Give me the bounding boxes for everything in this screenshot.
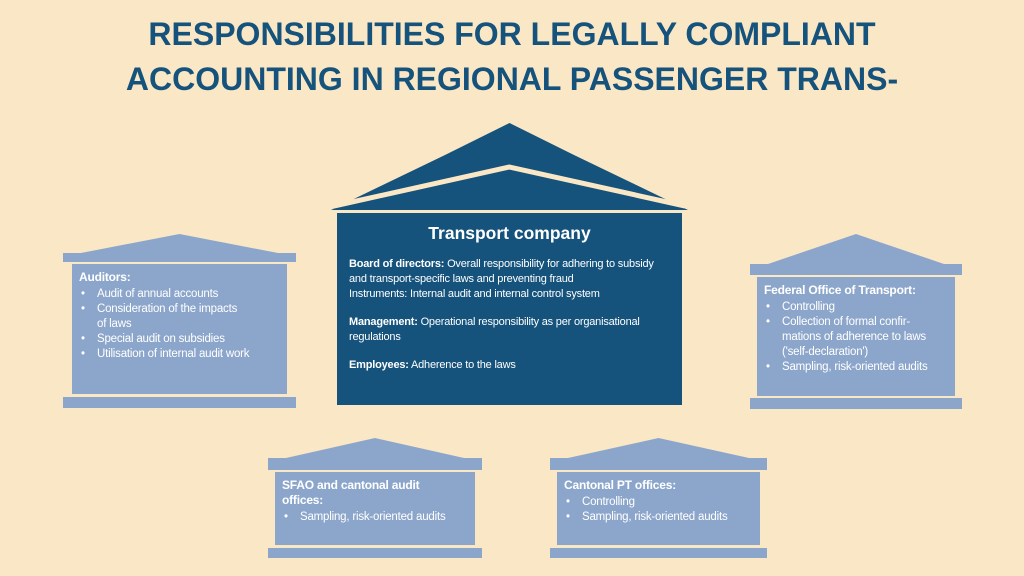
federal-office-bullet-list: •Controlling •Collection of formal confi…	[764, 300, 950, 375]
board-of-directors-label: Board of directors:	[349, 258, 445, 270]
page-title: RESPONSIBILITIES FOR LEGALLY COMPLIANT A…	[0, 12, 1024, 102]
auditors-pediment-icon	[81, 234, 278, 253]
page-title-line-1: RESPONSIBILITIES FOR LEGALLY COMPLIANT	[148, 16, 876, 52]
bullet-icon: •	[766, 316, 770, 328]
bullet-icon: •	[766, 361, 770, 373]
building-sfao-and-cantonal-audit-offices: SFAO and cantonal audit offices: •Sampli…	[268, 438, 482, 558]
bullet-icon: •	[81, 303, 85, 315]
bullet-icon: •	[566, 511, 570, 523]
building-auditors: Auditors: •Audit of annual accounts •Con…	[63, 234, 296, 408]
page-title-line-2: ACCOUNTING IN REGIONAL PASSENGER TRANS-	[125, 61, 899, 97]
list-item: •Utilisation of internal audit work	[81, 348, 250, 360]
management-text: Operational responsibility as per organi…	[349, 316, 640, 343]
cantonal-pt-body: Cantonal PT offices: •Controlling •Sampl…	[557, 472, 760, 545]
bullet-icon: •	[766, 301, 770, 313]
sfao-cornice	[268, 458, 482, 470]
building-federal-office-of-transport: Federal Office of Transport: •Controllin…	[750, 234, 962, 409]
bullet-icon: •	[284, 511, 288, 523]
house-roof-icon	[331, 123, 688, 210]
list-item: •Sampling, risk-oriented audits	[766, 361, 928, 373]
sfao-pediment-icon	[286, 438, 464, 458]
list-item: •Controlling	[566, 496, 635, 508]
employees-section: Employees: Adherence to the laws	[349, 358, 670, 373]
cantonal-pt-base	[550, 548, 767, 558]
auditors-body: Auditors: •Audit of annual accounts •Con…	[72, 264, 287, 394]
auditors-title: Auditors:	[79, 270, 131, 284]
cantonal-pt-bullet-list: •Controlling •Sampling, risk-oriented au…	[564, 495, 755, 525]
list-item: •Special audit on subsidies	[81, 333, 225, 345]
federal-office-title: Federal Office of Transport:	[764, 283, 916, 297]
federal-office-pediment-icon	[768, 234, 944, 264]
list-item: •Sampling, risk-oriented audits	[566, 511, 728, 523]
management-label: Management:	[349, 316, 418, 328]
bullet-icon: •	[81, 288, 85, 300]
sfao-base	[268, 548, 482, 558]
employees-label: Employees:	[349, 359, 409, 371]
auditors-base	[63, 397, 296, 408]
list-item: •Sampling, risk-oriented audits	[284, 511, 446, 523]
list-item: •Consideration of the impacts of laws	[81, 303, 238, 330]
list-item: •Audit of annual accounts	[81, 288, 219, 300]
board-of-directors-text: Overall responsibility for adhering to s…	[349, 258, 654, 300]
transport-company-title: Transport company	[428, 223, 591, 243]
bullet-icon: •	[81, 333, 85, 345]
list-item: •Collection of formal confir- mations of…	[766, 316, 926, 358]
federal-office-body: Federal Office of Transport: •Controllin…	[757, 277, 955, 396]
list-item: •Controlling	[766, 301, 835, 313]
federal-office-base	[750, 398, 962, 409]
board-of-directors-section: Board of directors: Overall responsibili…	[349, 257, 670, 302]
sfao-title: SFAO and cantonal audit offices:	[282, 478, 420, 507]
bullet-icon: •	[81, 348, 85, 360]
cantonal-pt-pediment-icon	[568, 438, 749, 458]
cantonal-pt-cornice	[550, 458, 767, 470]
cantonal-pt-title: Cantonal PT offices:	[564, 478, 677, 492]
bullet-icon: •	[566, 496, 570, 508]
federal-office-cornice	[750, 264, 962, 275]
transport-company-box: Transport company Board of directors: Ov…	[337, 213, 682, 405]
sfao-body: SFAO and cantonal audit offices: •Sampli…	[275, 472, 475, 545]
auditors-bullet-list: •Audit of annual accounts •Consideration…	[79, 287, 282, 362]
building-cantonal-pt-offices: Cantonal PT offices: •Controlling •Sampl…	[550, 438, 767, 558]
management-section: Management: Operational responsibility a…	[349, 315, 670, 345]
sfao-bullet-list: •Sampling, risk-oriented audits	[282, 510, 470, 525]
auditors-cornice	[63, 253, 296, 262]
employees-text: Adherence to the laws	[411, 359, 516, 371]
